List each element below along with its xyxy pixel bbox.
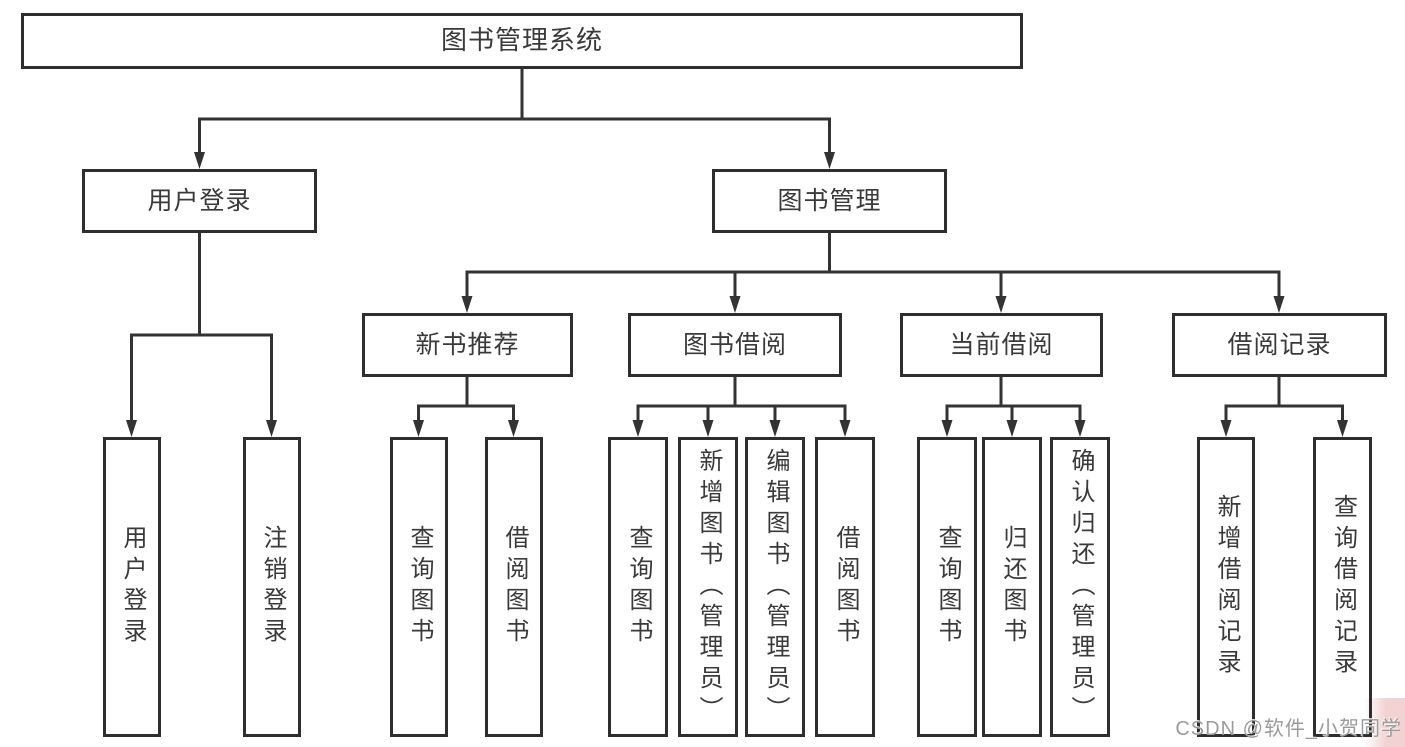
node-label: 新增借阅记录 <box>1213 494 1240 680</box>
node-label: 借阅图书 <box>832 525 859 649</box>
node-label: 查询图书 <box>406 525 433 649</box>
arrowheads <box>126 152 1348 437</box>
node-label: 新增图书（管理员） <box>695 447 722 727</box>
leaf-current-query-books: 查询图书 <box>917 437 977 737</box>
node-borrowing-records: 借阅记录 <box>1172 313 1387 377</box>
node-label: 编辑图书（管理员） <box>762 447 789 727</box>
leaf-borrowing-query-books: 查询图书 <box>608 437 668 737</box>
node-book-management: 图书管理 <box>712 169 947 233</box>
node-book-borrowing: 图书借阅 <box>628 313 842 377</box>
node-label: 归还图书 <box>999 525 1026 649</box>
leaf-records-add-record: 新增借阅记录 <box>1197 437 1255 737</box>
leaf-current-return-books: 归还图书 <box>982 437 1042 737</box>
node-label: 注销登录 <box>259 525 286 649</box>
node-label: 确认归还（管理员） <box>1067 447 1094 727</box>
node-label: 借阅图书 <box>501 525 528 649</box>
leaf-borrowing-borrow-books: 借阅图书 <box>815 437 875 737</box>
leaf-current-confirm-return-admin: 确认归还（管理员） <box>1050 437 1110 737</box>
node-label: 当前借阅 <box>949 331 1054 359</box>
node-label: 借阅记录 <box>1227 331 1332 359</box>
node-label: 新书推荐 <box>415 331 520 359</box>
node-label: 图书管理 <box>777 187 882 215</box>
csdn-watermark: CSDN @软件_小贺同学 <box>1175 718 1402 740</box>
node-label: 查询图书 <box>934 525 961 649</box>
node-user-login: 用户登录 <box>82 169 317 233</box>
leaf-recommend-query-books: 查询图书 <box>390 437 448 737</box>
leaf-borrowing-edit-books-admin: 编辑图书（管理员） <box>745 437 805 737</box>
node-label: 图书借阅 <box>682 331 787 359</box>
node-label: 图书管理系统 <box>440 25 603 56</box>
leaf-logout: 注销登录 <box>243 437 301 737</box>
leaf-user-login: 用户登录 <box>103 437 161 737</box>
node-book-management-system: 图书管理系统 <box>21 13 1023 69</box>
node-label: 用户登录 <box>119 525 146 649</box>
node-current-borrowing: 当前借阅 <box>900 313 1103 377</box>
node-label: 查询图书 <box>625 525 652 649</box>
leaf-recommend-borrow-books: 借阅图书 <box>485 437 543 737</box>
node-label: 查询借阅记录 <box>1329 494 1357 680</box>
leaf-records-query-record: 查询借阅记录 <box>1313 437 1372 737</box>
node-new-book-recommend: 新书推荐 <box>362 313 573 377</box>
node-label: 用户登录 <box>147 187 252 215</box>
leaf-borrowing-add-books-admin: 新增图书（管理员） <box>678 437 738 737</box>
